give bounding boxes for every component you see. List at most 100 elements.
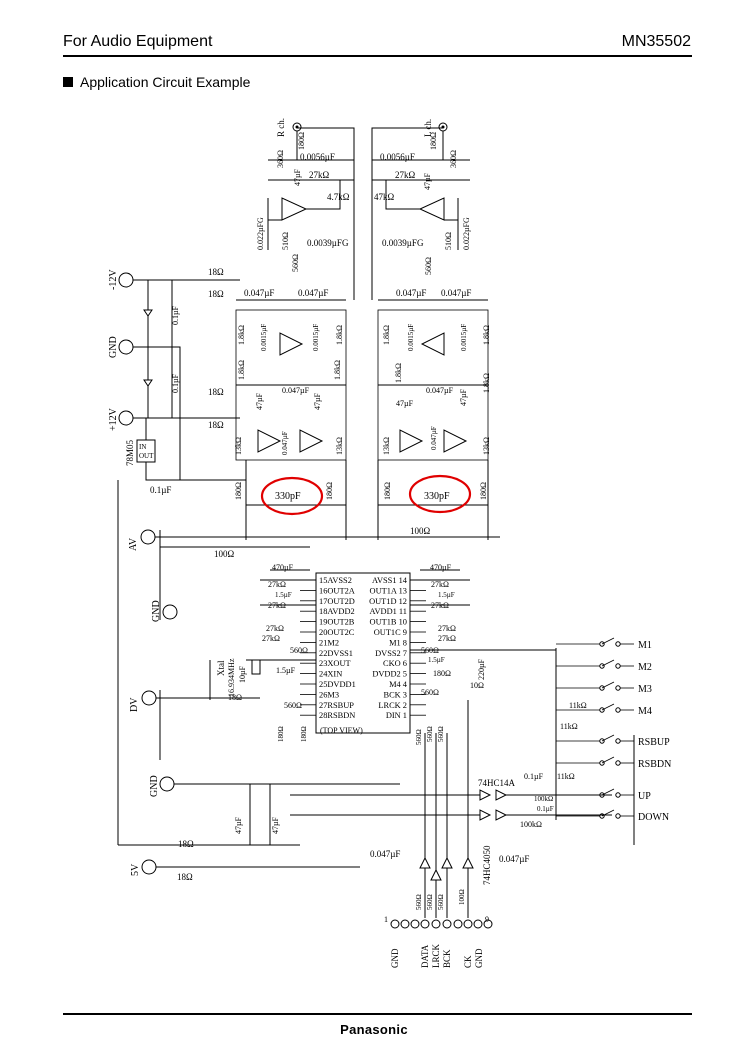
opamp-l-output (418, 197, 445, 221)
inverter-4-icon (495, 809, 508, 821)
res-18k-l4: 1.8kΩ (482, 373, 491, 393)
cap-220-p: 220µF (477, 658, 486, 680)
five-v-label: 5V (130, 863, 141, 876)
cap-47u-r4: 47µF (313, 392, 322, 410)
opamp-r-2 (257, 429, 282, 453)
connector-pin-icon (442, 919, 452, 929)
pos12v-label: +12V (108, 407, 119, 431)
res-360-l: 360Ω (449, 150, 458, 168)
res-180-l1: 180Ω (383, 482, 392, 500)
switch-label: RSBDN (638, 759, 671, 770)
mn35502-chip (315, 572, 411, 734)
res-560-l: 560Ω (424, 257, 433, 275)
switch-label: DOWN (638, 812, 669, 823)
switch-contact-icon (615, 663, 621, 669)
res-27k-p4: 27kΩ (431, 601, 449, 610)
chip-pin-right: DIN 1 (386, 711, 407, 720)
chip-pin-right: AVSS1 14 (372, 576, 408, 585)
crystal-icon (251, 659, 261, 675)
res-18-5v1: 18Ω (178, 839, 194, 849)
gnd-top-terminal (118, 339, 134, 355)
chip-pin-right: OUT1D 12 (369, 597, 407, 606)
gnd-mid-terminal (162, 604, 178, 620)
chip-pin-left: 27RSBUP (319, 701, 354, 710)
res-11k-a: 11kΩ (569, 701, 587, 710)
avdd-terminal (140, 529, 156, 545)
cap-01-neg: 0.1µF (171, 305, 180, 325)
res-560-p4: 560Ω (284, 701, 302, 710)
res-560-bck: 560Ω (437, 726, 445, 742)
res-47k-l: 47kΩ (374, 192, 395, 202)
inverter-1-icon (479, 789, 492, 801)
chip-pin-left: 16OUT2A (319, 586, 355, 595)
reg-out-label: OUT (139, 452, 154, 460)
cap-047-r3: 0.047µF (282, 386, 310, 395)
opamp-l-2 (399, 429, 424, 453)
connector-label: GND (474, 948, 484, 968)
neg12v-label: -12V (108, 269, 119, 290)
r-channel-label: R ch. (276, 118, 286, 137)
switch-contact-icon (615, 738, 621, 744)
connector-pin-icon (410, 919, 420, 929)
opamp-l-1 (420, 332, 445, 356)
res-180-l2: 180Ω (479, 482, 488, 500)
gnd-mid-label: GND (151, 600, 162, 622)
res-560-c3: 560Ω (437, 894, 445, 910)
switch-contact-icon (615, 641, 621, 647)
switch-label: M3 (638, 684, 652, 695)
cap-47u-5v1: 47µF (234, 816, 243, 834)
opamp-r-1 (279, 332, 304, 356)
res-100-b: 100Ω (214, 549, 235, 559)
res-27k-p6: 27kΩ (262, 634, 280, 643)
opamp-r-3 (299, 429, 324, 453)
chip-pin-right: LRCK 2 (378, 701, 407, 710)
switch-label: M1 (638, 640, 652, 651)
schmitt-trigger-label: 74HC14A (478, 778, 516, 788)
chip-pin-right: AVDD1 11 (370, 607, 407, 616)
res-13k-l1: 13kΩ (382, 437, 391, 455)
res-27k-p7: 27kΩ (438, 624, 456, 633)
chip-pin-right: DVDD2 5 (372, 670, 407, 679)
buffer-label: 74HC4050 (482, 845, 492, 885)
switch-contact-icon (599, 738, 605, 744)
crystal-label: Xtal (216, 660, 226, 676)
footer-divider (63, 1013, 692, 1015)
cap-330p-l: 330pF (424, 491, 450, 502)
res-11k-c: 11kΩ (557, 772, 575, 781)
res-27k-p5: 27kΩ (266, 624, 284, 633)
cap-047-l2: 0.047µF (441, 288, 471, 298)
res-180-l: 180Ω (429, 132, 438, 150)
res-18k-r2: 1.8kΩ (335, 325, 344, 345)
res-560-r: 560Ω (291, 254, 300, 272)
res-27k-p1: 27kΩ (268, 580, 286, 589)
cap-15-p3: 1.5µF (428, 656, 445, 664)
chip-pin-left: 28RSBDN (319, 711, 355, 720)
cap-047-l4: 0.047µF (430, 426, 438, 450)
cap-330p-r: 330pF (275, 491, 301, 502)
connector-pin-icon (463, 919, 473, 929)
cap-47u-r3: 47µF (255, 392, 264, 410)
res-4.7k-r: 4.7kΩ (327, 192, 350, 202)
chip-pin-left: 23XOUT (319, 659, 351, 668)
cap-10-xtal: 10µF (238, 665, 247, 683)
gnd-top-label: GND (108, 336, 119, 358)
res-560-c2: 560Ω (426, 894, 434, 910)
chip-pin-left: 24XIN (319, 670, 342, 679)
res-27k-p2: 27kΩ (268, 601, 286, 610)
connector-label: CK (463, 955, 473, 968)
chip-pin-right: M1 8 (389, 638, 407, 647)
res-13k-l2: 13kΩ (482, 437, 491, 455)
regulator-label: 78M05 (125, 439, 135, 466)
opamp-l-3 (443, 429, 468, 453)
header-divider (63, 55, 692, 57)
gnd-low-terminal (159, 776, 175, 792)
cap-470-l: 470µF (272, 563, 294, 572)
switch-contact-icon (599, 707, 605, 713)
buffer-3-icon (441, 856, 453, 869)
cap-047-r4: 0.047µF (281, 431, 289, 455)
res-360-r: 360Ω (276, 150, 285, 168)
highlight-circle-r (260, 476, 324, 516)
buffer-2-icon (430, 868, 442, 881)
